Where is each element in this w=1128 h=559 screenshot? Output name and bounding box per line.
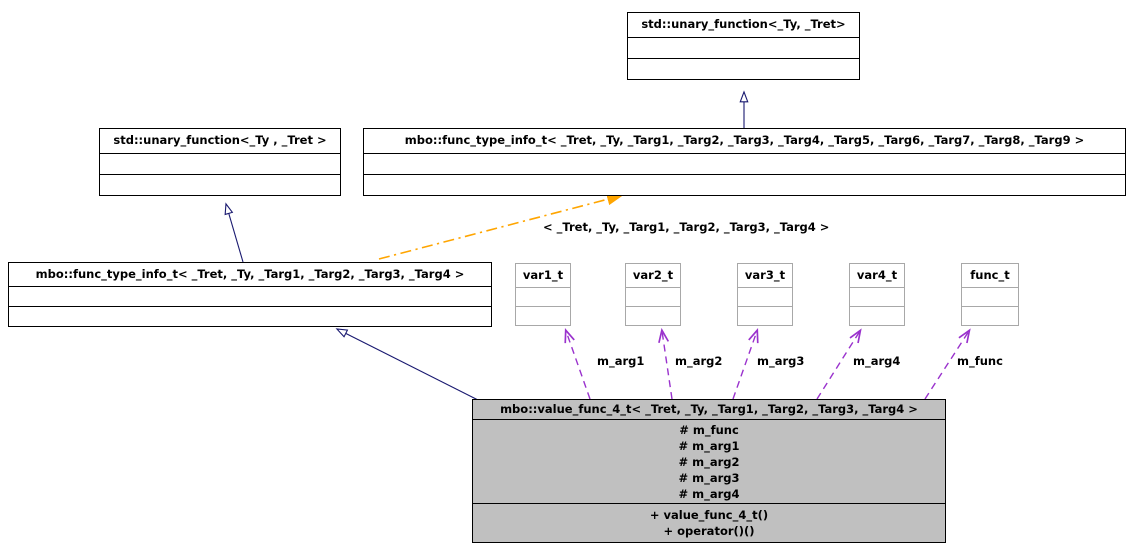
- operations-compartment: [364, 175, 1125, 195]
- attributes-compartment: [738, 288, 792, 306]
- attributes-compartment: [962, 288, 1018, 306]
- compartment-divider: [628, 37, 859, 38]
- class-title: std::unary_function<_Ty , _Tret >: [113, 133, 327, 148]
- compartment-divider: [364, 153, 1125, 154]
- compartment-divider: [738, 306, 792, 307]
- class-node-func-type-info-t-4[interactable]: mbo::func_type_info_t< _Tret, _Ty, _Targ…: [8, 262, 492, 327]
- class-node-std-unary-function-top[interactable]: std::unary_function<_Ty, _Tret>: [627, 12, 860, 80]
- compartment-divider: [100, 174, 340, 175]
- compartment-divider: [850, 287, 904, 288]
- edge-label-m-arg2: m_arg2: [675, 354, 723, 368]
- attributes-compartment: [516, 288, 570, 306]
- operations-compartment: [516, 307, 570, 325]
- inheritance-edge-valuefunc4t-to-functypeinfo4: [337, 329, 479, 401]
- attributes-compartment: # m_func # m_arg1 # m_arg2 # m_arg3 # m_…: [473, 420, 945, 503]
- compartment-divider: [9, 286, 491, 287]
- operations-compartment: [850, 307, 904, 325]
- class-node-var4-t[interactable]: var4_t: [849, 263, 905, 326]
- class-title: mbo::func_type_info_t< _Tret, _Ty, _Targ…: [404, 133, 1085, 148]
- operation-row: + operator()(): [663, 524, 755, 539]
- class-title: mbo::value_func_4_t< _Tret, _Ty, _Targ1,…: [500, 401, 918, 416]
- operations-compartment: + value_func_4_t() + operator()(): [473, 504, 945, 542]
- compartment-divider: [473, 418, 945, 420]
- attributes-compartment: [9, 287, 491, 306]
- compartment-divider: [962, 287, 1018, 288]
- class-title: var2_t: [632, 267, 674, 282]
- attribute-row: # m_arg3: [678, 470, 740, 485]
- edge-label-m-arg3: m_arg3: [757, 354, 805, 368]
- compartment-divider: [100, 153, 340, 154]
- compartment-divider: [738, 287, 792, 288]
- usage-edge-m-arg1: [564, 328, 591, 400]
- compartment-divider: [962, 306, 1018, 307]
- operations-compartment: [962, 307, 1018, 325]
- compartment-divider: [850, 306, 904, 307]
- attributes-compartment: [100, 154, 340, 174]
- compartment-divider: [473, 503, 945, 505]
- compartment-divider: [364, 174, 1125, 175]
- edge-label-m-arg1: m_arg1: [597, 354, 645, 368]
- attribute-row: # m_arg2: [678, 454, 740, 469]
- attribute-row: # m_arg1: [678, 438, 740, 453]
- operation-row: + value_func_4_t(): [649, 508, 769, 523]
- class-node-var1-t[interactable]: var1_t: [515, 263, 571, 326]
- attributes-compartment: [628, 38, 859, 58]
- class-node-var3-t[interactable]: var3_t: [737, 263, 793, 326]
- class-title: func_t: [970, 267, 1010, 282]
- attributes-compartment: [364, 154, 1125, 174]
- attribute-row: # m_arg4: [678, 486, 740, 501]
- class-node-var2-t[interactable]: var2_t: [625, 263, 681, 326]
- edge-label-template-args: < _Tret, _Ty, _Targ1, _Targ2, _Targ3, _T…: [543, 220, 830, 234]
- compartment-divider: [9, 306, 491, 307]
- class-title: std::unary_function<_Ty, _Tret>: [641, 17, 846, 32]
- attributes-compartment: [626, 288, 680, 306]
- compartment-divider: [628, 58, 859, 59]
- attributes-compartment: [850, 288, 904, 306]
- operations-compartment: [628, 59, 859, 79]
- usage-edge-m-arg2: [658, 327, 673, 400]
- class-node-std-unary-function-templ[interactable]: std::unary_function<_Ty , _Tret >: [99, 128, 341, 196]
- class-title: var4_t: [856, 267, 898, 282]
- inheritance-edge-functypeinfo4-to-stdunaryfunctiontempl: [226, 204, 244, 263]
- class-title: mbo::func_type_info_t< _Tret, _Ty, _Targ…: [35, 266, 465, 281]
- class-title: var1_t: [522, 267, 564, 282]
- class-node-func-type-info-t-9[interactable]: mbo::func_type_info_t< _Tret, _Ty, _Targ…: [363, 128, 1126, 196]
- compartment-divider: [626, 306, 680, 307]
- compartment-divider: [626, 287, 680, 288]
- usage-edge-m-arg3: [732, 328, 759, 400]
- edge-label-m-arg4: m_arg4: [853, 354, 901, 368]
- attribute-row: # m_func: [679, 422, 739, 437]
- operations-compartment: [100, 175, 340, 195]
- operations-compartment: [9, 307, 491, 326]
- operations-compartment: [738, 307, 792, 325]
- edge-label-m-func: m_func: [957, 354, 1003, 368]
- class-node-func-t[interactable]: func_t: [961, 263, 1019, 326]
- operations-compartment: [626, 307, 680, 325]
- class-node-value-func-4-t[interactable]: mbo::value_func_4_t< _Tret, _Ty, _Targ1,…: [472, 399, 946, 543]
- compartment-divider: [516, 306, 570, 307]
- class-title: var3_t: [744, 267, 786, 282]
- compartment-divider: [516, 287, 570, 288]
